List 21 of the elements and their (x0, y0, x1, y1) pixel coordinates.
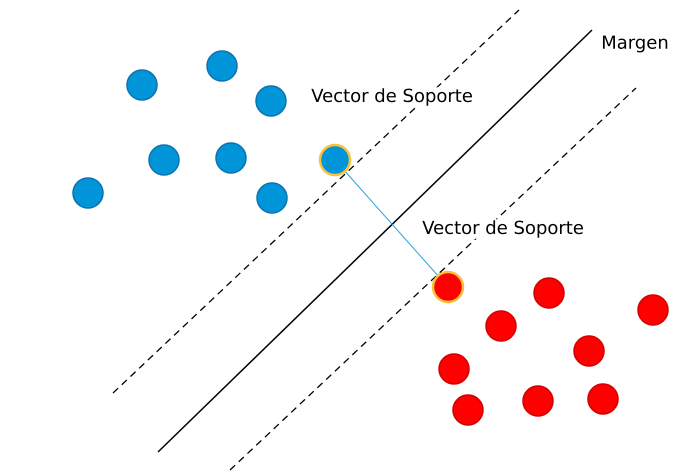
connector-line (345, 172, 438, 276)
margin-label: Margen (600, 34, 670, 54)
data-point (533, 277, 565, 309)
data-point (255, 85, 287, 117)
data-point (587, 383, 619, 415)
data-point (573, 335, 605, 367)
support-vector-point (432, 270, 464, 304)
data-point (126, 69, 158, 101)
support-vector-point (318, 144, 352, 176)
data-point (148, 144, 180, 176)
data-point (522, 385, 554, 417)
data-point (637, 294, 669, 326)
data-point (485, 310, 517, 342)
support-vector-label: Vector de Soporte (421, 219, 585, 239)
data-point (452, 394, 484, 426)
data-point (256, 182, 288, 214)
data-point (438, 353, 470, 385)
data-point (72, 177, 104, 209)
support-vector-label: Vector de Soporte (310, 87, 474, 107)
data-point (215, 142, 247, 174)
data-point (206, 50, 238, 82)
